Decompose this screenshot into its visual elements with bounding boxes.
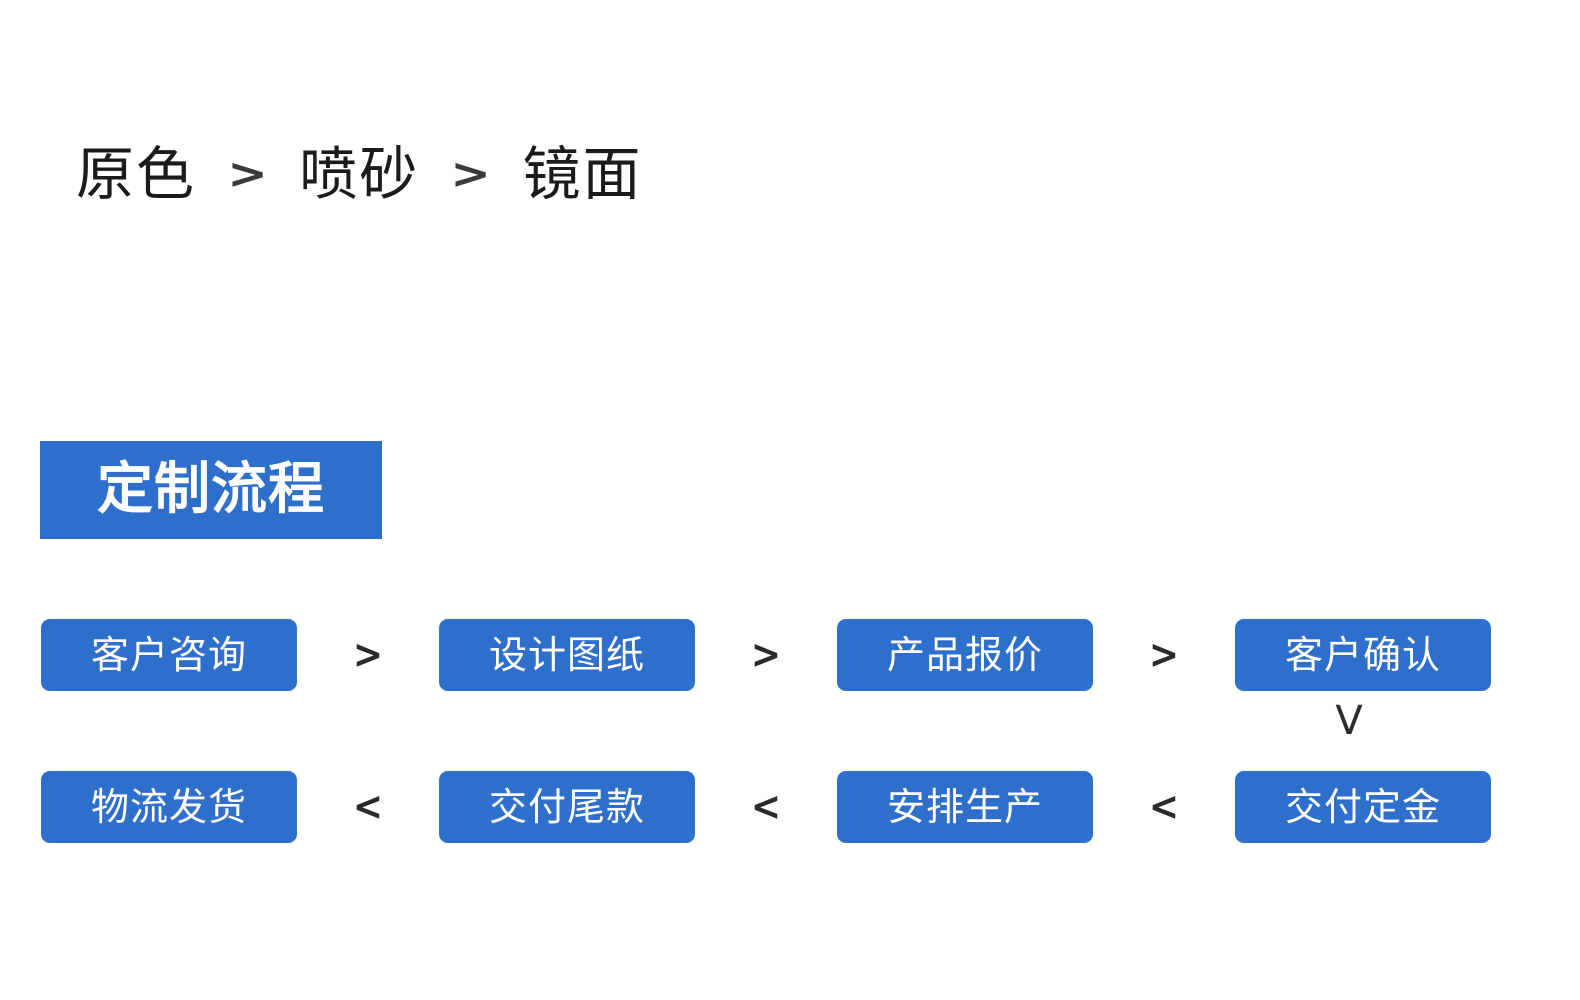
chevron-right-icon: > bbox=[352, 632, 384, 678]
process-step-final-payment[interactable]: 交付尾款 bbox=[439, 771, 695, 843]
chevron-right-icon: > bbox=[1148, 632, 1180, 678]
process-step-label: 安排生产 bbox=[886, 785, 1043, 829]
process-step-logistics-shipment[interactable]: 物流发货 bbox=[41, 771, 297, 843]
process-step-label: 交付尾款 bbox=[488, 785, 645, 829]
chevron-down-icon: V bbox=[1335, 698, 1363, 744]
process-step-label: 设计图纸 bbox=[488, 633, 645, 677]
process-step-customer-confirmation[interactable]: 客户确认 bbox=[1235, 619, 1491, 691]
process-step-label: 客户咨询 bbox=[90, 633, 247, 677]
chevron-left-icon: < bbox=[352, 784, 384, 830]
process-flow-row-2: 物流发货 < 交付尾款 < 安排生产 < 交付定金 bbox=[41, 771, 1491, 843]
chevron-left-icon: < bbox=[1148, 784, 1180, 830]
process-step-product-quotation[interactable]: 产品报价 bbox=[837, 619, 1093, 691]
finish-sequence: 原色 > 喷砂 > 镜面 bbox=[76, 128, 642, 220]
process-step-label: 物流发货 bbox=[90, 785, 247, 829]
finish-item-sandblast: 喷砂 bbox=[299, 140, 420, 208]
process-step-label: 客户确认 bbox=[1284, 633, 1441, 677]
chevron-left-icon: < bbox=[750, 784, 782, 830]
process-step-customer-inquiry[interactable]: 客户咨询 bbox=[41, 619, 297, 691]
process-step-label: 交付定金 bbox=[1284, 785, 1441, 829]
finish-item-original: 原色 bbox=[76, 140, 197, 208]
process-step-arrange-production[interactable]: 安排生产 bbox=[837, 771, 1093, 843]
chevron-right-icon: > bbox=[227, 149, 268, 198]
section-heading-badge: 定制流程 bbox=[40, 441, 382, 539]
process-flow-row-1: 客户咨询 > 设计图纸 > 产品报价 > 客户确认 bbox=[41, 619, 1491, 691]
chevron-right-icon: > bbox=[450, 149, 492, 198]
chevron-right-icon: > bbox=[750, 632, 782, 678]
finish-item-mirror: 镜面 bbox=[522, 140, 643, 208]
section-heading-label: 定制流程 bbox=[97, 457, 325, 522]
process-step-design-drawing[interactable]: 设计图纸 bbox=[439, 619, 695, 691]
process-step-deposit-payment[interactable]: 交付定金 bbox=[1235, 771, 1491, 843]
process-step-label: 产品报价 bbox=[886, 633, 1043, 677]
